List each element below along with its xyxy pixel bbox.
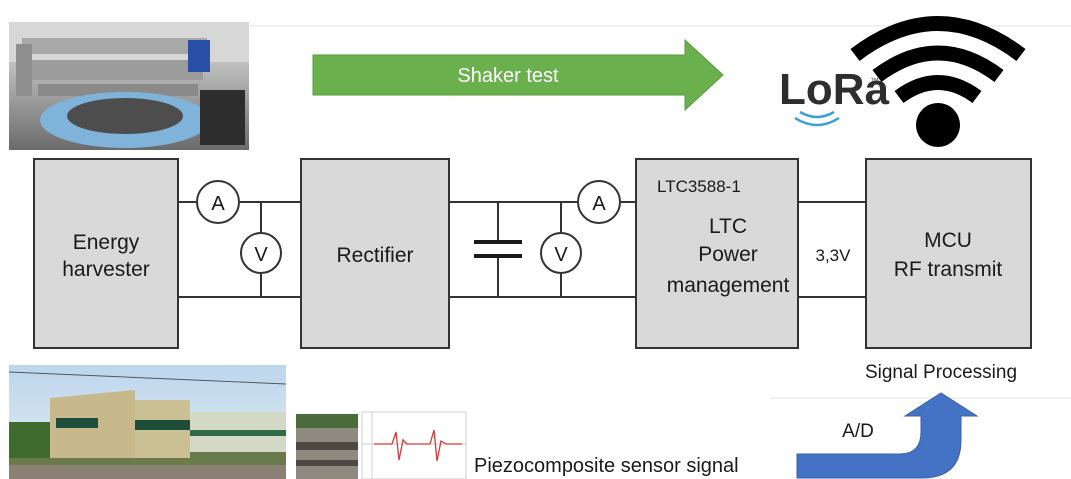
mcu-rf-transmit-block: MCU RF transmit bbox=[865, 158, 1032, 349]
ltc-line2: Power bbox=[698, 243, 758, 266]
ammeter-2: A bbox=[577, 180, 621, 224]
rectifier-label: Rectifier bbox=[336, 244, 413, 267]
wires-ltc-mcu bbox=[798, 201, 866, 298]
wires-rectifier-ltc bbox=[449, 201, 636, 298]
sensor-waveform-plot bbox=[361, 411, 467, 479]
voltmeter-1: V bbox=[240, 232, 282, 274]
voltmeter-2: V bbox=[540, 232, 582, 274]
shaker-test-arrow: Shaker test bbox=[312, 38, 724, 112]
signal-processing-label: Signal Processing bbox=[865, 362, 1017, 383]
rail-sensor-photo bbox=[296, 414, 358, 479]
lora-wave-outer bbox=[794, 116, 840, 127]
ltc-line1: LTC bbox=[709, 215, 747, 238]
energy-harvester-block: Energy harvester bbox=[33, 158, 179, 349]
lora-logo: LoRa ™ bbox=[779, 65, 890, 127]
capacitor-symbol bbox=[474, 240, 522, 258]
lora-wave-inner bbox=[799, 110, 835, 119]
voltmeter-1-label: V bbox=[254, 244, 268, 266]
mcu-line1: MCU bbox=[924, 229, 972, 252]
voltage-label: 3,3V bbox=[816, 246, 852, 265]
ltc-line3: management bbox=[667, 274, 790, 297]
wifi-signal-icon bbox=[850, 16, 1026, 147]
voltmeter-2-label: V bbox=[554, 244, 568, 266]
ammeter-1-label: A bbox=[211, 193, 225, 215]
piezo-signal-label: Piezocomposite sensor signal bbox=[474, 455, 739, 477]
wires-harvester-rectifier bbox=[178, 201, 301, 298]
shaker-test-photo bbox=[9, 22, 249, 150]
ad-arrow: A/D bbox=[796, 392, 979, 479]
rectifier-block: Rectifier bbox=[300, 158, 450, 349]
train-photo bbox=[8, 365, 287, 479]
lora-logo-text: LoRa bbox=[779, 65, 890, 114]
ammeter-2-label: A bbox=[592, 193, 606, 215]
lora-trademark: ™ bbox=[870, 76, 879, 86]
ltc-part-number: LTC3588-1 bbox=[657, 177, 741, 196]
shaker-test-label: Shaker test bbox=[457, 65, 559, 87]
energy-harvester-line2: harvester bbox=[62, 258, 150, 281]
ad-label: A/D bbox=[842, 421, 874, 442]
mcu-line2: RF transmit bbox=[894, 258, 1003, 281]
energy-harvester-line1: Energy bbox=[73, 231, 140, 254]
ltc-power-management-block: LTC3588-1 LTC Power management bbox=[635, 158, 799, 349]
ammeter-1: A bbox=[196, 180, 240, 224]
